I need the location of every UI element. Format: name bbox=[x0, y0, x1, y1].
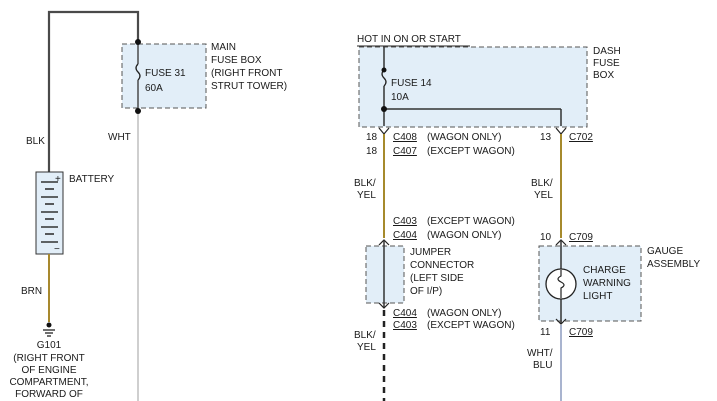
main-fuse-box bbox=[121, 43, 207, 109]
wht-blu-label-1: WHT/ bbox=[527, 348, 553, 359]
charge-warning-lamp-icon bbox=[545, 268, 577, 300]
jumper-label-4: OF I/P) bbox=[410, 286, 442, 297]
c403-top-label: C403 bbox=[393, 216, 417, 227]
ground-desc-4: FORWARD OF bbox=[15, 389, 83, 400]
fuse-14-rating: 10A bbox=[391, 92, 409, 103]
c404-top-label: C404 bbox=[393, 230, 417, 241]
main-fuse-box-label-4: STRUT TOWER) bbox=[211, 81, 287, 92]
ground-desc-3: COMPARTMENT, bbox=[9, 377, 88, 388]
lamp-label-1: CHARGE bbox=[583, 265, 626, 276]
connector-c702-symbol bbox=[555, 127, 567, 135]
jumper-connector-bottom-symbol bbox=[378, 302, 390, 309]
lamp-label-3: LIGHT bbox=[583, 291, 612, 302]
c702-pin: 13 bbox=[540, 132, 552, 143]
hot-in-on-or-start-label: HOT IN ON OR START bbox=[357, 34, 461, 45]
lamp-label-2: WARNING bbox=[583, 278, 631, 289]
wht-wire-label: WHT bbox=[108, 132, 131, 143]
ground-desc-1: (RIGHT FRONT bbox=[13, 353, 84, 364]
c404-bottom-label: C404 bbox=[393, 308, 417, 319]
jumper-label-1: JUMPER bbox=[410, 247, 451, 258]
fuse-31-rating: 60A bbox=[145, 83, 163, 94]
dash-fuse-box bbox=[358, 46, 588, 128]
c403-bottom-label: C403 bbox=[393, 320, 417, 331]
lamp-filament bbox=[557, 270, 565, 298]
c404-bottom-note: (WAGON ONLY) bbox=[427, 308, 501, 319]
c408-label: C408 bbox=[393, 132, 417, 143]
fuse-14-terminal-top bbox=[381, 67, 387, 73]
dash-bus-junction bbox=[381, 106, 387, 112]
blk-yel-label-left-2: YEL bbox=[357, 190, 376, 201]
blk-yel-label-left-1: BLK/ bbox=[354, 178, 376, 189]
ground-symbol bbox=[43, 322, 55, 337]
c709-bottom-label: C709 bbox=[569, 327, 593, 338]
battery-label: BATTERY bbox=[69, 174, 115, 185]
wht-blu-label-2: BLU bbox=[533, 360, 552, 371]
dash-fuse-box-label-1: DASH bbox=[593, 46, 621, 57]
gauge-connector-bottom-symbol bbox=[555, 318, 567, 325]
battery-plus: + bbox=[55, 174, 61, 185]
gauge-label-1: GAUGE bbox=[647, 246, 683, 257]
connector-c408-symbol bbox=[378, 127, 390, 135]
battery-cells bbox=[41, 181, 58, 243]
fuse-31-symbol bbox=[135, 63, 141, 81]
main-fuse-box-label-1: MAIN bbox=[211, 42, 236, 53]
c407-pin: 18 bbox=[366, 146, 378, 157]
blk-wire-label: BLK bbox=[26, 136, 45, 147]
brn-wire-label: BRN bbox=[21, 286, 42, 297]
blk-yel-label-lower-1: BLK/ bbox=[354, 330, 376, 341]
jumper-label-2: CONNECTOR bbox=[410, 260, 474, 271]
fuse-31-name: FUSE 31 bbox=[145, 68, 186, 79]
main-fuse-box-label-2: FUSE BOX bbox=[211, 55, 262, 66]
c408-note: (WAGON ONLY) bbox=[427, 132, 501, 143]
c404-top-note: (WAGON ONLY) bbox=[427, 230, 501, 241]
blk-wire bbox=[47, 10, 140, 176]
c403-top-note: (EXCEPT WAGON) bbox=[427, 216, 515, 227]
c403-bottom-note: (EXCEPT WAGON) bbox=[427, 320, 515, 331]
c709-top-label: C709 bbox=[569, 232, 593, 243]
fuse-31-terminal-bottom bbox=[135, 108, 141, 114]
battery-symbol bbox=[35, 171, 64, 255]
fuse-14-symbol bbox=[381, 69, 387, 87]
blk-yel-label-lower-2: YEL bbox=[357, 342, 376, 353]
battery-minus: − bbox=[54, 244, 60, 255]
gauge-label-2: ASSEMBLY bbox=[647, 259, 700, 270]
dash-fuse-box-label-3: BOX bbox=[593, 70, 614, 81]
c408-pin: 18 bbox=[366, 132, 378, 143]
jumper-label-3: (LEFT SIDE bbox=[410, 273, 464, 284]
c702-label: C702 bbox=[569, 132, 593, 143]
ground-id: G101 bbox=[37, 340, 62, 351]
jumper-connector-box bbox=[365, 245, 405, 304]
c407-note: (EXCEPT WAGON) bbox=[427, 146, 515, 157]
c709-top-pin: 10 bbox=[540, 232, 552, 243]
blk-yel-label-right-1: BLK/ bbox=[531, 178, 553, 189]
c407-label: C407 bbox=[393, 146, 417, 157]
main-fuse-box-label-3: (RIGHT FRONT bbox=[211, 68, 282, 79]
blk-yel-label-right-2: YEL bbox=[534, 190, 553, 201]
ground-desc-2: OF ENGINE bbox=[21, 365, 76, 376]
fuse-31-terminal-top bbox=[135, 39, 141, 45]
fuse-14-name: FUSE 14 bbox=[391, 78, 432, 89]
c709-bottom-pin: 11 bbox=[540, 327, 551, 338]
dash-fuse-box-label-2: FUSE bbox=[593, 58, 620, 69]
